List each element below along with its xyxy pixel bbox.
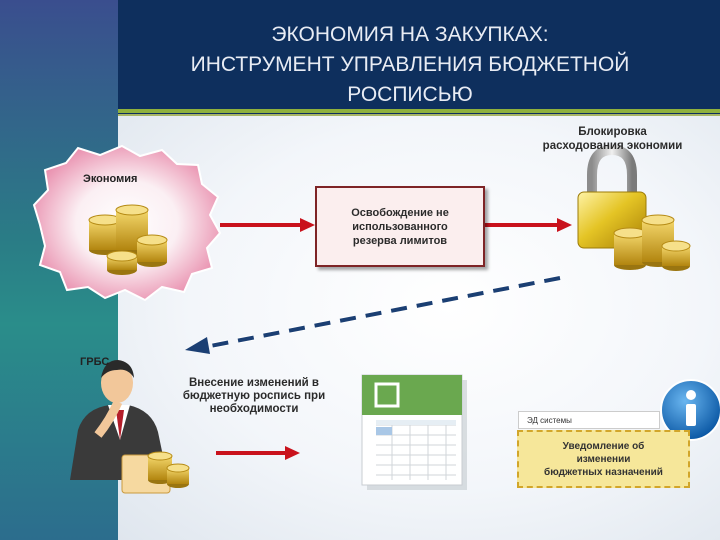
dashed-return-arrow xyxy=(185,275,561,354)
notice-line-1: Уведомление об xyxy=(562,440,645,452)
blocking-label: Блокировка расходования экономии xyxy=(505,125,720,153)
title-rule xyxy=(118,109,720,113)
title-line-2: ИНСТРУМЕНТ УПРАВЛЕНИЯ БЮДЖЕТНОЙ xyxy=(190,53,630,76)
arrow-to-release xyxy=(220,218,315,232)
release-reserve-box: Освобождение не использованного резерва … xyxy=(315,186,485,267)
coins-icon-bottom xyxy=(147,451,190,488)
page-title: ЭКОНОМИЯ НА ЗАКУПКАХ: ИНСТРУМЕНТ УПРАВЛЕ… xyxy=(130,20,690,110)
arrow-to-lock xyxy=(481,218,572,232)
blocking-line-1: Блокировка xyxy=(578,126,647,138)
notice-box: Уведомление об изменении бюджетных назна… xyxy=(517,430,690,488)
ed-system-header: ЭД системы xyxy=(518,411,660,429)
title-line-3: РОСПИСЬЮ xyxy=(347,83,473,106)
coins-icon-left xyxy=(88,204,168,275)
spreadsheet-icon xyxy=(361,374,467,490)
changes-label: Внесение изменений в бюджетную роспись п… xyxy=(148,377,360,416)
arrow-to-document xyxy=(216,446,300,460)
changes-line-3: необходимости xyxy=(209,403,299,415)
release-line-1: Освобождение не xyxy=(351,206,449,219)
info-icon xyxy=(660,379,720,441)
title-rule-thin xyxy=(118,114,720,116)
changes-line-2: бюджетную роспись при xyxy=(182,390,326,402)
economy-label: Экономия xyxy=(83,173,138,185)
notice-line-2: изменении xyxy=(576,453,631,465)
title-area xyxy=(118,0,720,115)
title-line-1: ЭКОНОМИЯ НА ЗАКУПКАХ: xyxy=(271,23,549,46)
grbs-label: ГРБС xyxy=(80,356,110,368)
blocking-line-2: расходования экономии xyxy=(542,140,683,152)
release-line-2: использованного xyxy=(352,220,448,233)
notice-line-3: бюджетных назначений xyxy=(544,466,663,478)
coins-icon-right xyxy=(613,214,691,271)
release-line-3: резерва лимитов xyxy=(352,234,448,247)
changes-line-1: Внесение изменений в xyxy=(189,377,319,389)
